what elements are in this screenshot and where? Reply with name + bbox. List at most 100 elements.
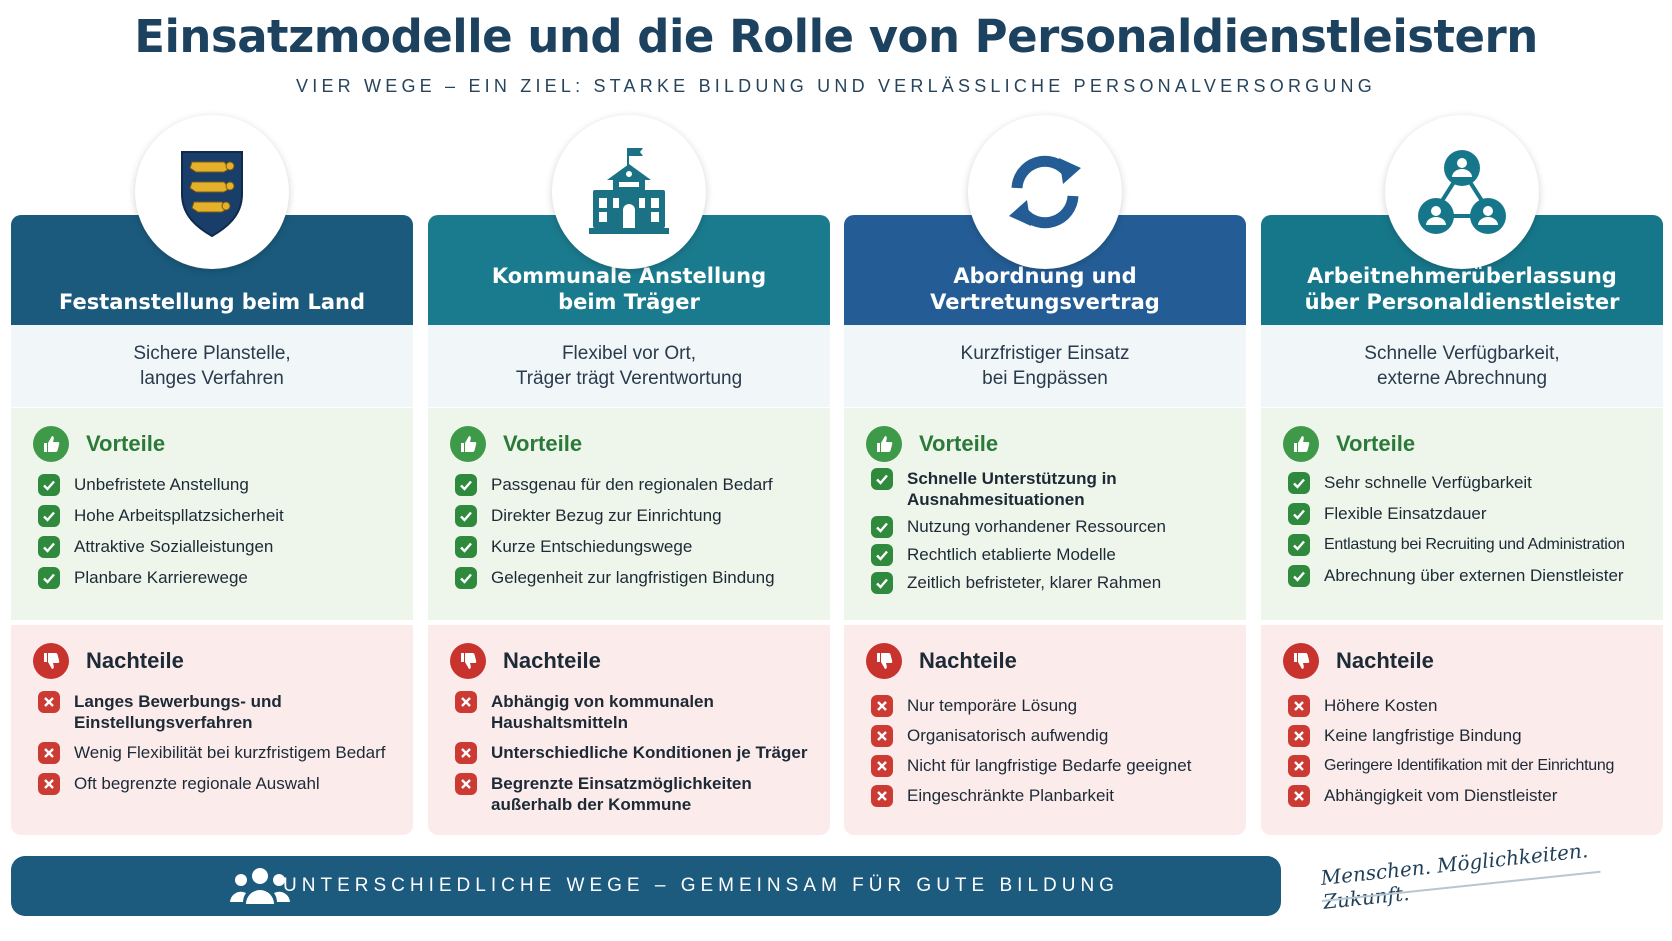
page-subtitle: VIER WEGE – EIN ZIEL: STARKE BILDUNG UND… bbox=[296, 76, 1376, 96]
list-item: Passgenau für den regionalen Bedarf bbox=[455, 474, 822, 496]
check-icon bbox=[38, 505, 60, 527]
con-text: Organisatorisch aufwendig bbox=[907, 726, 1109, 745]
card-summary: Schnelle Verfügbarkeit, externe Abrechnu… bbox=[1261, 325, 1663, 407]
cons-section: Nachteile Höhere Kosten Keine langfristi… bbox=[1261, 625, 1663, 835]
cross-icon bbox=[1288, 785, 1310, 807]
model-card-festanstellung: Festanstellung beim Land Sichere Planste… bbox=[11, 115, 413, 835]
cons-list: Höhere Kosten Keine langfristige Bindung… bbox=[1288, 695, 1655, 815]
sync-arrows-icon bbox=[968, 115, 1122, 269]
card-summary-text: Kurzfristiger Einsatz bei Engpässen bbox=[960, 343, 1130, 389]
check-icon bbox=[38, 536, 60, 558]
page-title: Einsatzmodelle und die Rolle von Persona… bbox=[134, 10, 1538, 63]
con-text: Langes Bewerbungs- und Einstellungsverfa… bbox=[74, 692, 282, 732]
pros-section: Vorteile Passgenau für den regionalen Be… bbox=[428, 408, 830, 620]
con-text: Begrenzte Einsatzmöglichkeiten außerhalb… bbox=[491, 774, 752, 814]
pro-text: Direkter Bezug zur Einrichtung bbox=[491, 506, 722, 525]
cross-icon bbox=[1288, 695, 1310, 717]
card-summary: Flexibel vor Ort, Träger trägt Verentwor… bbox=[428, 325, 830, 407]
check-icon bbox=[871, 516, 893, 538]
con-text: Eingeschränkte Planbarkeit bbox=[907, 786, 1114, 805]
pros-title: Vorteile bbox=[86, 431, 166, 456]
cross-icon bbox=[871, 695, 893, 717]
pro-text: Rechtlich etablierte Modelle bbox=[907, 545, 1116, 564]
list-item: Abhängig von kommunalen Haushaltsmitteln bbox=[455, 691, 822, 733]
cons-list: Nur temporäre Lösung Organisatorisch auf… bbox=[871, 695, 1238, 815]
cross-icon bbox=[455, 691, 477, 713]
pros-list: Passgenau für den regionalen Bedarf Dire… bbox=[455, 474, 822, 598]
con-text: Nur temporäre Lösung bbox=[907, 696, 1078, 715]
list-item: Geringere Identifikation mit der Einrich… bbox=[1288, 755, 1655, 777]
list-item: Schnelle Unterstützung in Ausnahmesituat… bbox=[871, 468, 1238, 510]
pro-text: Hohe Arbeitspllatzsicherheit bbox=[74, 506, 284, 525]
cross-icon bbox=[1288, 755, 1310, 777]
list-item: Direkter Bezug zur Einrichtung bbox=[455, 505, 822, 527]
con-text: Höhere Kosten bbox=[1324, 696, 1438, 715]
list-item: Nicht für langfristige Bedarfe geeignet bbox=[871, 755, 1238, 777]
group-people-icon bbox=[230, 868, 290, 904]
pros-header: Vorteile bbox=[1283, 426, 1415, 462]
thumbs-down-icon bbox=[1283, 643, 1319, 679]
list-item: Entlastung bei Recruiting und Administra… bbox=[1288, 534, 1655, 556]
pro-text: Sehr schnelle Verfügbarkeit bbox=[1324, 473, 1532, 492]
card-header: Arbeitnehmerüberlassung über Personaldie… bbox=[1261, 215, 1663, 325]
list-item: Langes Bewerbungs- und Einstellungsverfa… bbox=[38, 691, 405, 733]
thumbs-up-icon bbox=[450, 426, 486, 462]
thumbs-up-icon bbox=[33, 426, 69, 462]
cons-header: Nachteile bbox=[450, 643, 601, 679]
list-item: Sehr schnelle Verfügbarkeit bbox=[1288, 472, 1655, 494]
list-item: Organisatorisch aufwendig bbox=[871, 725, 1238, 747]
pro-text: Zeitlich befristeter, klarer Rahmen bbox=[907, 573, 1162, 592]
card-title: Arbeitnehmerüberlassung über Personaldie… bbox=[1304, 264, 1620, 314]
con-text: Abhängigkeit vom Dienstleister bbox=[1324, 786, 1558, 805]
cons-list: Langes Bewerbungs- und Einstellungsverfa… bbox=[38, 691, 405, 804]
cross-icon bbox=[38, 691, 60, 713]
pros-section: Vorteile Unbefristete Anstellung Hohe Ar… bbox=[11, 408, 413, 620]
list-item: Abhängigkeit vom Dienstleister bbox=[1288, 785, 1655, 807]
list-item: Planbare Karrierewege bbox=[38, 567, 405, 589]
pro-text: Attraktive Sozialleistungen bbox=[74, 537, 274, 556]
list-item: Attraktive Sozialleistungen bbox=[38, 536, 405, 558]
pro-text: Abrechnung über externen Dienstleister bbox=[1324, 566, 1624, 585]
thumbs-up-icon bbox=[1283, 426, 1319, 462]
check-icon bbox=[1288, 565, 1310, 587]
card-summary: Kurzfristiger Einsatz bei Engpässen bbox=[844, 325, 1246, 407]
pro-text: Planbare Karrierewege bbox=[74, 568, 248, 587]
list-item: Nur temporäre Lösung bbox=[871, 695, 1238, 717]
pro-text: Nutzung vorhandener Ressourcen bbox=[907, 517, 1166, 536]
cons-title: Nachteile bbox=[503, 648, 601, 673]
check-icon bbox=[455, 567, 477, 589]
cross-icon bbox=[455, 742, 477, 764]
cons-section: Nachteile Nur temporäre Lösung Organisat… bbox=[844, 625, 1246, 835]
pros-list: Unbefristete Anstellung Hohe Arbeitsplla… bbox=[38, 474, 405, 598]
con-text: Abhängig von kommunalen Haushaltsmitteln bbox=[491, 692, 714, 732]
thumbs-up-icon bbox=[866, 426, 902, 462]
card-summary-text: Schnelle Verfügbarkeit, externe Abrechnu… bbox=[1364, 343, 1560, 389]
check-icon bbox=[38, 567, 60, 589]
con-text: Unterschiedliche Konditionen je Träger bbox=[491, 743, 808, 762]
pros-list: Schnelle Unterstützung in Ausnahmesituat… bbox=[871, 468, 1238, 600]
list-item: Nutzung vorhandener Ressourcen bbox=[871, 516, 1238, 538]
con-text: Nicht für langfristige Bedarfe geeignet bbox=[907, 756, 1192, 775]
check-icon bbox=[455, 536, 477, 558]
cross-icon bbox=[871, 785, 893, 807]
list-item: Rechtlich etablierte Modelle bbox=[871, 544, 1238, 566]
thumbs-down-icon bbox=[33, 643, 69, 679]
cons-header: Nachteile bbox=[33, 643, 184, 679]
pro-text: Unbefristete Anstellung bbox=[74, 475, 249, 494]
list-item: Oft begrenzte regionale Auswahl bbox=[38, 773, 405, 795]
model-card-arbeitnehmerueberlassung: Arbeitnehmerüberlassung über Personaldie… bbox=[1261, 115, 1663, 835]
card-title: Kommunale Anstellung beim Träger bbox=[491, 264, 767, 314]
model-card-abordnung: Abordnung und Vertretungsvertrag Kurzfri… bbox=[844, 115, 1246, 835]
cons-section: Nachteile Abhängig von kommunalen Hausha… bbox=[428, 625, 830, 835]
list-item: Begrenzte Einsatzmöglichkeiten außerhalb… bbox=[455, 773, 822, 815]
cons-header: Nachteile bbox=[866, 643, 1017, 679]
con-text: Geringere Identifikation mit der Einrich… bbox=[1324, 757, 1615, 774]
card-title: Festanstellung beim Land bbox=[58, 290, 366, 314]
card-summary: Sichere Planstelle, langes Verfahren bbox=[11, 325, 413, 407]
cons-title: Nachteile bbox=[919, 648, 1017, 673]
cons-list: Abhängig von kommunalen Haushaltsmitteln… bbox=[455, 691, 822, 824]
list-item: Höhere Kosten bbox=[1288, 695, 1655, 717]
check-icon bbox=[1288, 472, 1310, 494]
thumbs-down-icon bbox=[450, 643, 486, 679]
list-item: Eingeschränkte Planbarkeit bbox=[871, 785, 1238, 807]
